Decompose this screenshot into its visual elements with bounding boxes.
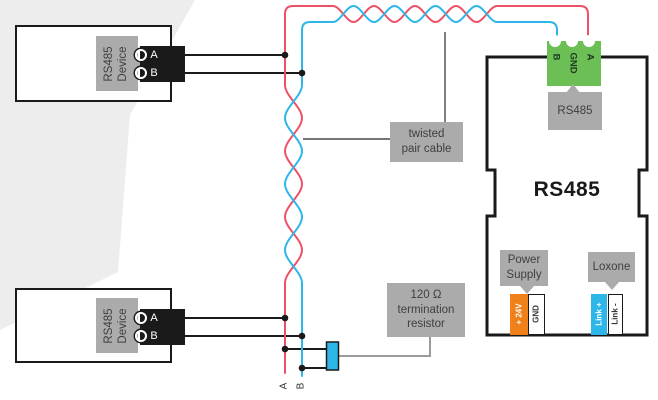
rs485-device-label-text: RS485 Device (103, 308, 131, 343)
label-arrow-up-icon (566, 84, 580, 93)
terminal-hole-icon (135, 312, 147, 324)
twisted-pair-cable-label: twisted pair cable (390, 122, 463, 162)
bus-conductor-b-label: B (295, 382, 307, 390)
terminal-hole-icon (135, 49, 147, 61)
terminal-gnd (527, 294, 545, 335)
resistor-label-line3: resistor (407, 318, 445, 331)
resistor-label-line2: termination (397, 303, 455, 316)
terminal-hole-icon (135, 67, 147, 79)
bus-wire-b-cyan (283, 4, 558, 377)
device2-terminal-a-label: A (150, 312, 158, 324)
resistor-label-line1: 120 Ω (410, 288, 442, 301)
terminal-link-minus-label: Link - (610, 303, 620, 325)
device-label-line2: Device (117, 307, 129, 344)
device2-terminal-b-label: B (150, 330, 158, 342)
loxone-label: Loxone (588, 252, 635, 282)
cable-label-line2: pair cable (401, 143, 452, 155)
terminal-link-plus-label: Link + (594, 302, 604, 326)
device-label-line1: RS485 (103, 45, 116, 82)
terminal-24v-label: + 24V (514, 303, 524, 325)
device1-terminal-b-label: B (150, 67, 158, 79)
device-label-line1: RS485 (103, 307, 116, 344)
cable-label-line1: twisted (408, 128, 445, 141)
resistor-pointer (338, 337, 431, 357)
port-terminal-gnd-label: GND (567, 52, 579, 74)
terminal-hole-icon (135, 330, 147, 342)
rs485-device-label-1: RS485 Device (96, 36, 138, 91)
junction-dot (298, 69, 306, 77)
terminal-link-minus (607, 294, 623, 335)
rs485-device-label-2: RS485 Device (96, 298, 138, 353)
bus-wire-a-red (283, 4, 589, 374)
junction-dot (281, 314, 289, 322)
port-terminal-b-label: B (550, 53, 562, 61)
rs485-device-label-text: RS485 Device (103, 46, 131, 81)
junction-dot (298, 364, 306, 372)
device2-connector (135, 309, 185, 345)
device1-terminal-a-label: A (150, 49, 158, 61)
terminal-gnd-label: GND (531, 305, 541, 323)
terminal-24v (510, 294, 528, 335)
rs485-port-label: RS485 (548, 92, 602, 130)
power-label-line2: Supply (506, 269, 542, 281)
junction-dot (281, 51, 289, 59)
device-label-line2: Device (117, 45, 129, 82)
rs485-green-connector (547, 35, 601, 86)
termination-resistor-symbol (325, 341, 340, 371)
label-arrow-down-icon (520, 286, 534, 294)
terminal-link-plus (591, 294, 607, 335)
extension-title: RS485 (533, 178, 601, 201)
label-arrow-down-icon (605, 282, 619, 290)
terminal-notch-icon (549, 35, 561, 47)
power-supply-label: Power Supply (500, 250, 548, 286)
termination-resistor-label: 120 Ω termination resistor (387, 283, 465, 337)
device1-connector (135, 46, 185, 82)
port-terminal-a-label: A (584, 53, 596, 61)
junction-dot (281, 345, 289, 353)
bus-conductor-a-label: A (278, 382, 290, 390)
terminal-notch-icon (566, 35, 578, 47)
power-label-line1: Power (507, 254, 541, 267)
terminal-notch-icon (583, 35, 595, 47)
loxone-label-text: Loxone (592, 260, 631, 273)
junction-dot (298, 332, 306, 340)
rs485-port-label-text: RS485 (557, 104, 593, 117)
